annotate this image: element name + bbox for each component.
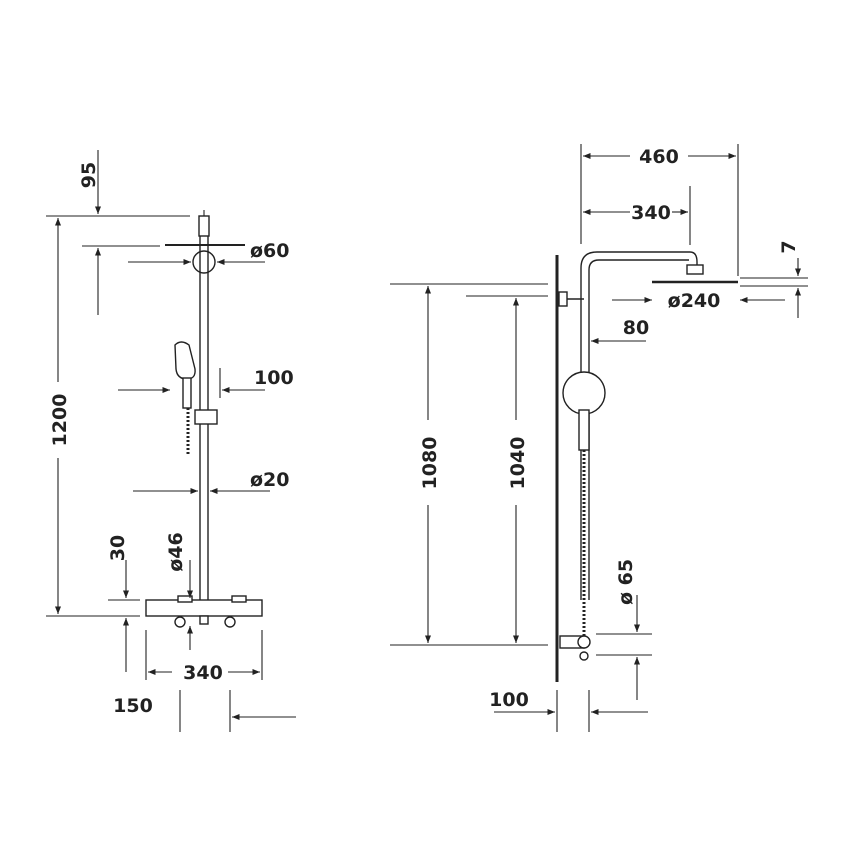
dim-1040: 1040 — [507, 437, 529, 490]
dim-head-diameter: ø60 — [250, 240, 290, 262]
dim-100-side: 100 — [489, 689, 529, 711]
dim-340-front: 340 — [183, 662, 223, 684]
dim-460: 460 — [639, 146, 679, 168]
dim-bottom-diameter: ø 65 — [615, 559, 637, 605]
dim-100-front: 100 — [254, 367, 294, 389]
dim-150: 150 — [113, 695, 153, 717]
dim-80: 80 — [623, 317, 649, 339]
dim-head-diameter-side: ø240 — [668, 290, 721, 312]
dim-95: 95 — [78, 162, 100, 188]
front-shower-column — [145, 210, 263, 628]
dim-outlet-diameter: ø46 — [165, 532, 187, 572]
dim-1200: 1200 — [49, 394, 71, 447]
dim-340-side: 340 — [631, 202, 671, 224]
dim-7: 7 — [778, 240, 800, 253]
dim-1080: 1080 — [419, 437, 441, 490]
dim-rod-diameter: ø20 — [250, 469, 290, 491]
front-view: 95 1200 ø60 100 ø20 30 ø46 340 150 — [46, 150, 296, 732]
dim-30: 30 — [107, 535, 129, 561]
side-view: 460 340 7 ø240 80 1080 1040 ø 65 100 — [390, 144, 808, 732]
side-shower-column — [558, 251, 738, 661]
